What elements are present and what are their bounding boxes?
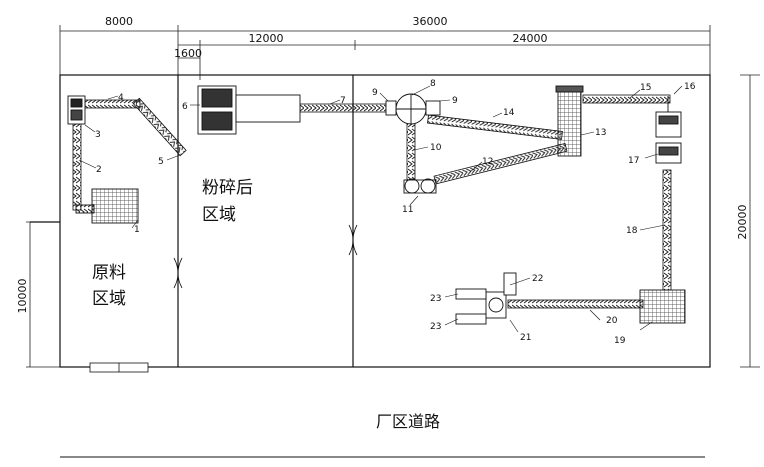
dim-sub-left: 1600 [174,47,202,60]
callout-21: 21 [520,333,531,343]
callout-6: 6 [182,102,188,112]
crushed-area-label-2: 区域 [202,205,236,225]
callout-9a: 9 [372,88,378,98]
dryer-13 [557,87,582,157]
hopper-1 [91,188,139,224]
fan-9a [385,100,397,116]
callout-13: 13 [595,128,606,138]
raw-area-label-2: 区域 [92,289,126,309]
callout-19: 19 [614,336,626,346]
leader-lines [78,85,683,333]
conveyor-4 [84,99,141,109]
callout-2: 2 [96,165,102,175]
dim-sub-right: 24000 [513,32,548,45]
callout-numbers: 4 3 2 1 5 6 7 8 9 9 10 11 12 13 14 15 16… [95,79,696,346]
callout-14: 14 [503,108,515,118]
fan-9b [425,100,441,116]
conveyor-15 [582,94,671,104]
callout-16: 16 [684,82,696,92]
silo-22 [503,272,517,296]
conveyor-12 [433,142,568,185]
conveyor-10 [406,117,416,184]
callout-12: 12 [482,157,493,167]
dim-left-height: 10000 [16,279,29,314]
conveyor-14 [427,114,563,140]
dim-right-height: 20000 [736,205,749,240]
callout-22: 22 [532,274,543,284]
callout-4: 4 [118,93,124,103]
callout-10: 10 [430,143,442,153]
callout-23b: 23 [430,322,441,332]
callout-17: 17 [628,156,639,166]
callout-18: 18 [626,226,638,236]
doors [89,224,358,373]
conveyor-20 [507,299,644,309]
callout-20: 20 [606,316,618,326]
unit-11 [404,178,420,194]
callout-7: 7 [340,96,346,106]
conveyor-5 [132,97,187,157]
callout-1: 1 [134,225,140,235]
dim-top-total: 36000 [413,15,448,28]
road-label: 厂区道路 [376,412,440,431]
equipment [67,85,686,325]
callout-15: 15 [640,83,651,93]
callout-23a: 23 [430,294,441,304]
callout-9b: 9 [452,96,458,106]
crushed-area-label-1: 粉碎后 [202,178,253,198]
building-outline [30,74,711,368]
callout-3: 3 [95,130,101,140]
dim-sub-mid: 12000 [249,32,284,45]
bagger-23a [455,288,487,300]
conveyor-2 [72,109,82,211]
conveyor-18 [662,169,672,291]
dim-top-left: 8000 [105,15,133,28]
callout-8: 8 [430,79,436,89]
raw-area-label-1: 原料 [92,263,126,283]
callout-5: 5 [158,157,164,167]
callout-11: 11 [402,205,413,215]
bagger-23b [455,313,487,325]
hopper-19 [639,289,686,324]
